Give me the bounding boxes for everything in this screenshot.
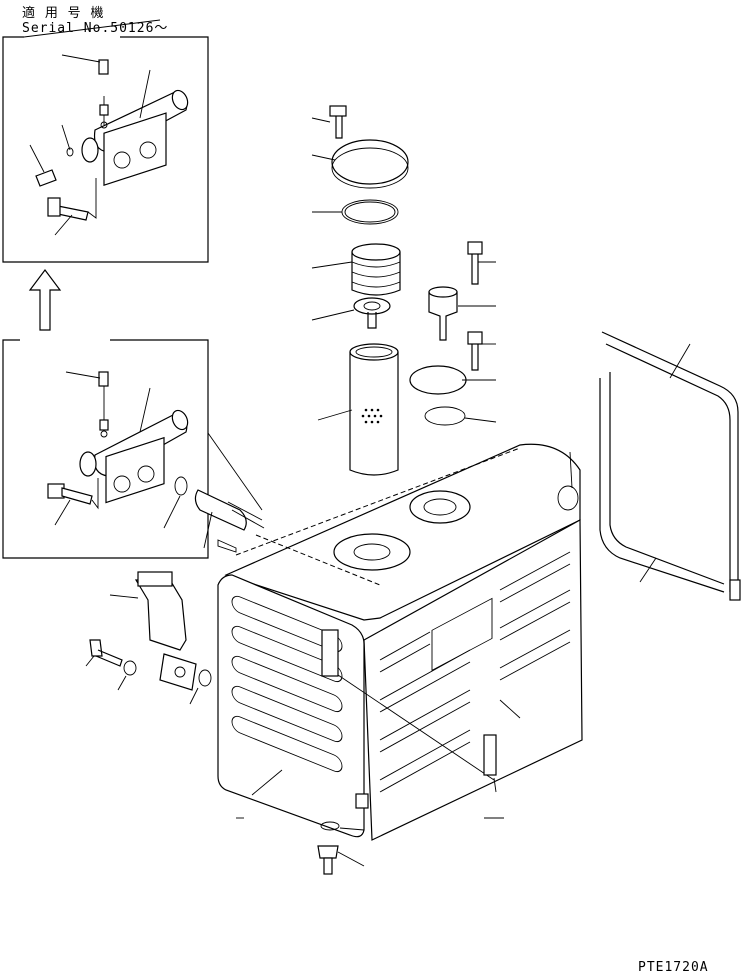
up-arrow — [28, 269, 62, 331]
suction-assembly — [85, 476, 265, 705]
inset-new-serial — [2, 19, 209, 263]
breather-pipe-new — [35, 59, 189, 221]
filler-stack — [311, 105, 409, 476]
hydraulic-tank — [217, 443, 583, 875]
front-louvers — [231, 595, 343, 773]
inset-old-serial — [2, 339, 263, 559]
strainer-holes — [361, 408, 383, 424]
cap-stack-right — [409, 241, 497, 426]
applicable-models-label: 適 用 号 機 — [22, 6, 105, 21]
tank-band — [599, 331, 741, 601]
drawing-code-label: PTE1720A — [638, 960, 709, 975]
side-louvers — [379, 551, 571, 793]
